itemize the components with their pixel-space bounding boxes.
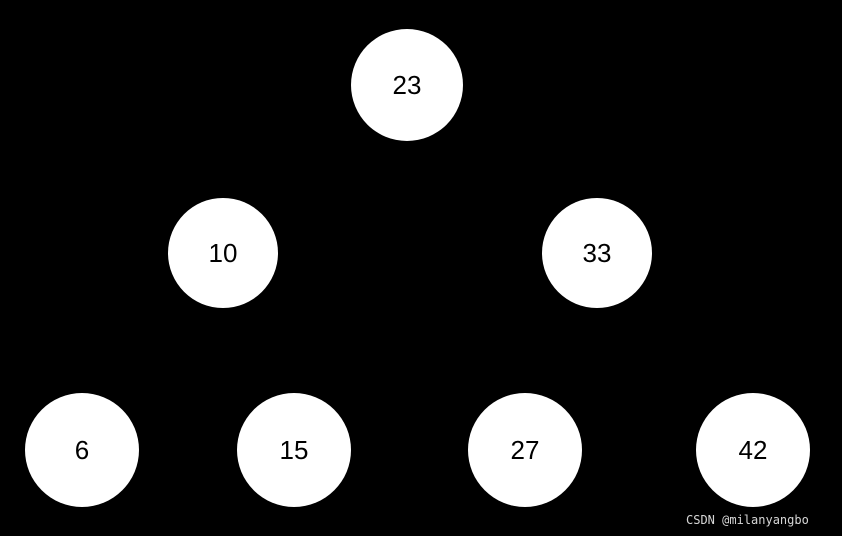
- tree-node-label: 15: [279, 435, 309, 465]
- tree-node-leaf-1[interactable]: 6: [25, 393, 139, 507]
- tree-node-left-child[interactable]: 10: [168, 198, 278, 308]
- tree-node-label: 27: [510, 435, 540, 465]
- tree-node-label: 10: [208, 238, 238, 268]
- tree-node-root[interactable]: 23: [351, 29, 463, 141]
- tree-node-label: 42: [738, 435, 768, 465]
- tree-node-leaf-3[interactable]: 27: [468, 393, 582, 507]
- tree-node-label: 33: [582, 238, 612, 268]
- tree-node-label: 23: [392, 70, 422, 100]
- tree-node-label: 6: [74, 435, 90, 465]
- watermark-text: CSDN @milanyangbo: [686, 513, 809, 527]
- tree-node-leaf-2[interactable]: 15: [237, 393, 351, 507]
- tree-node-leaf-4[interactable]: 42: [696, 393, 810, 507]
- tree-node-right-child[interactable]: 33: [542, 198, 652, 308]
